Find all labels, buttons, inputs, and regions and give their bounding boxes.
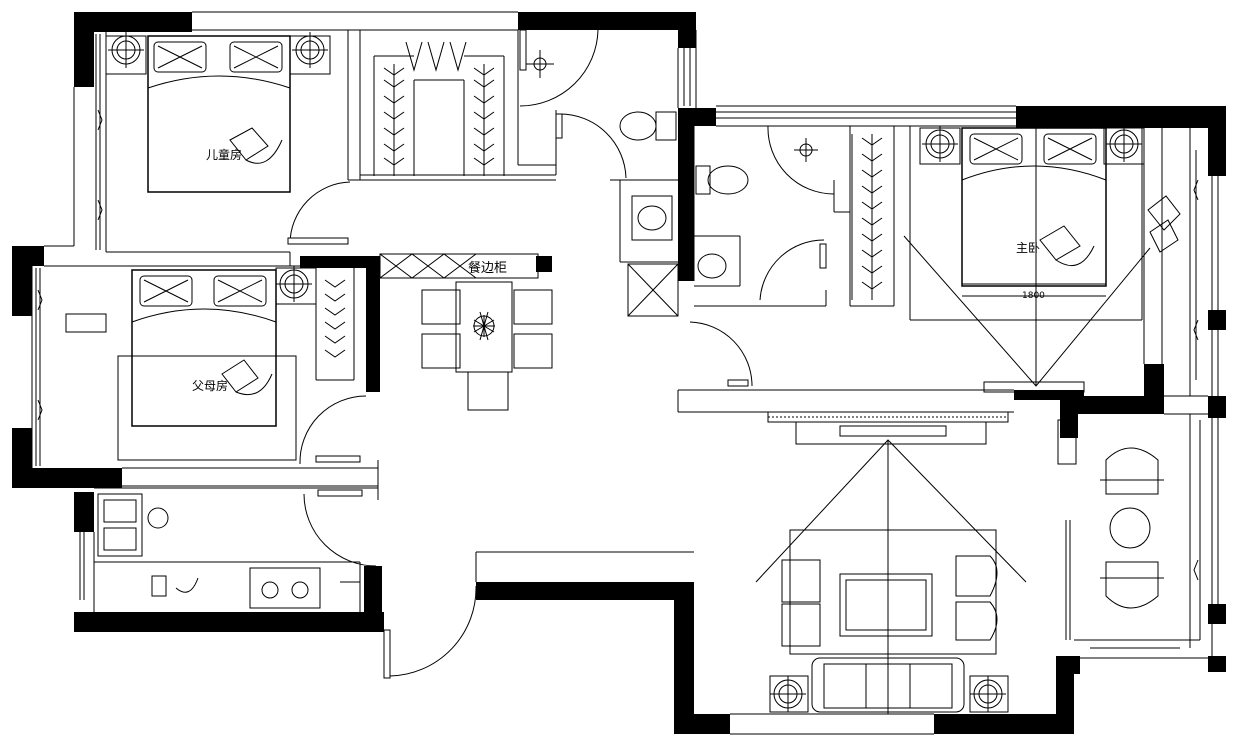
master-bedroom: 1800 主卧 bbox=[851, 125, 1181, 393]
faucet-icon bbox=[147, 507, 169, 529]
doors bbox=[287, 29, 835, 679]
bathroom-top bbox=[526, 50, 677, 241]
kids-room-label: 儿童房 bbox=[206, 147, 242, 162]
toilet-icon bbox=[707, 165, 749, 195]
lamp-icon bbox=[107, 31, 145, 69]
tv-icon bbox=[839, 425, 947, 437]
living-room bbox=[755, 411, 1027, 714]
sink-icon bbox=[637, 205, 667, 231]
windows bbox=[35, 34, 1219, 656]
parents-room: 父母房 bbox=[65, 265, 355, 461]
lamp-icon bbox=[921, 125, 959, 163]
balcony bbox=[1057, 419, 1164, 640]
plant-icon bbox=[472, 311, 496, 341]
coffee-table bbox=[839, 573, 933, 637]
parents-room-label: 父母房 bbox=[192, 378, 228, 393]
bathroom-center bbox=[627, 138, 818, 317]
walls bbox=[12, 12, 1226, 734]
kids-room: 儿童房 bbox=[105, 31, 331, 193]
sideboard-label: 餐边柜 bbox=[468, 260, 507, 276]
walk-in-closet bbox=[373, 41, 505, 176]
master-bedroom-label: 主卧 bbox=[1016, 241, 1040, 255]
wall-hatch-marks bbox=[37, 109, 1199, 581]
lamp-icon bbox=[275, 265, 313, 303]
parents-bed bbox=[131, 269, 277, 427]
kitchen bbox=[94, 493, 361, 612]
kids-bed bbox=[147, 35, 291, 193]
dining-area: 餐边柜 bbox=[379, 253, 553, 411]
stove bbox=[249, 567, 321, 609]
lamp-icon bbox=[969, 675, 1007, 713]
side-table bbox=[1109, 507, 1151, 549]
bed-width-label: 1800 bbox=[1022, 291, 1045, 301]
wall-outlines bbox=[31, 11, 1210, 735]
lamp-icon bbox=[1105, 125, 1143, 163]
sideboard bbox=[379, 253, 539, 279]
shower-area bbox=[627, 263, 679, 317]
lamp-icon bbox=[769, 675, 807, 713]
lamp-icon bbox=[291, 31, 329, 69]
sink-icon bbox=[697, 253, 727, 279]
sofa bbox=[811, 657, 965, 713]
master-bed bbox=[961, 127, 1107, 287]
toilet-icon bbox=[619, 111, 657, 141]
